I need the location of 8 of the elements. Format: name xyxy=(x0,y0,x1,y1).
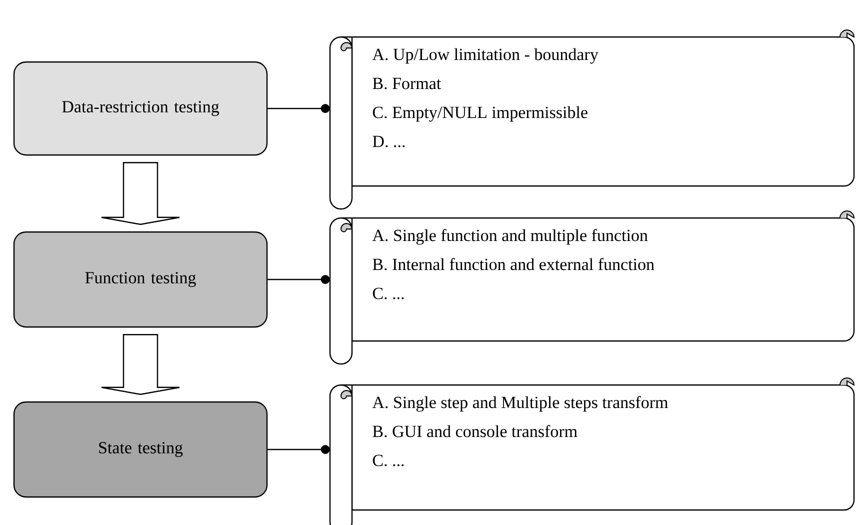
connector-line xyxy=(268,104,330,113)
process-box: State testing xyxy=(13,401,268,498)
block-arrow xyxy=(100,334,180,395)
connector-line xyxy=(268,445,330,454)
process-box: Data-restriction testing xyxy=(13,61,268,156)
block-arrow xyxy=(100,162,180,225)
connector-line xyxy=(268,275,330,284)
process-box: Function testing xyxy=(13,231,268,328)
